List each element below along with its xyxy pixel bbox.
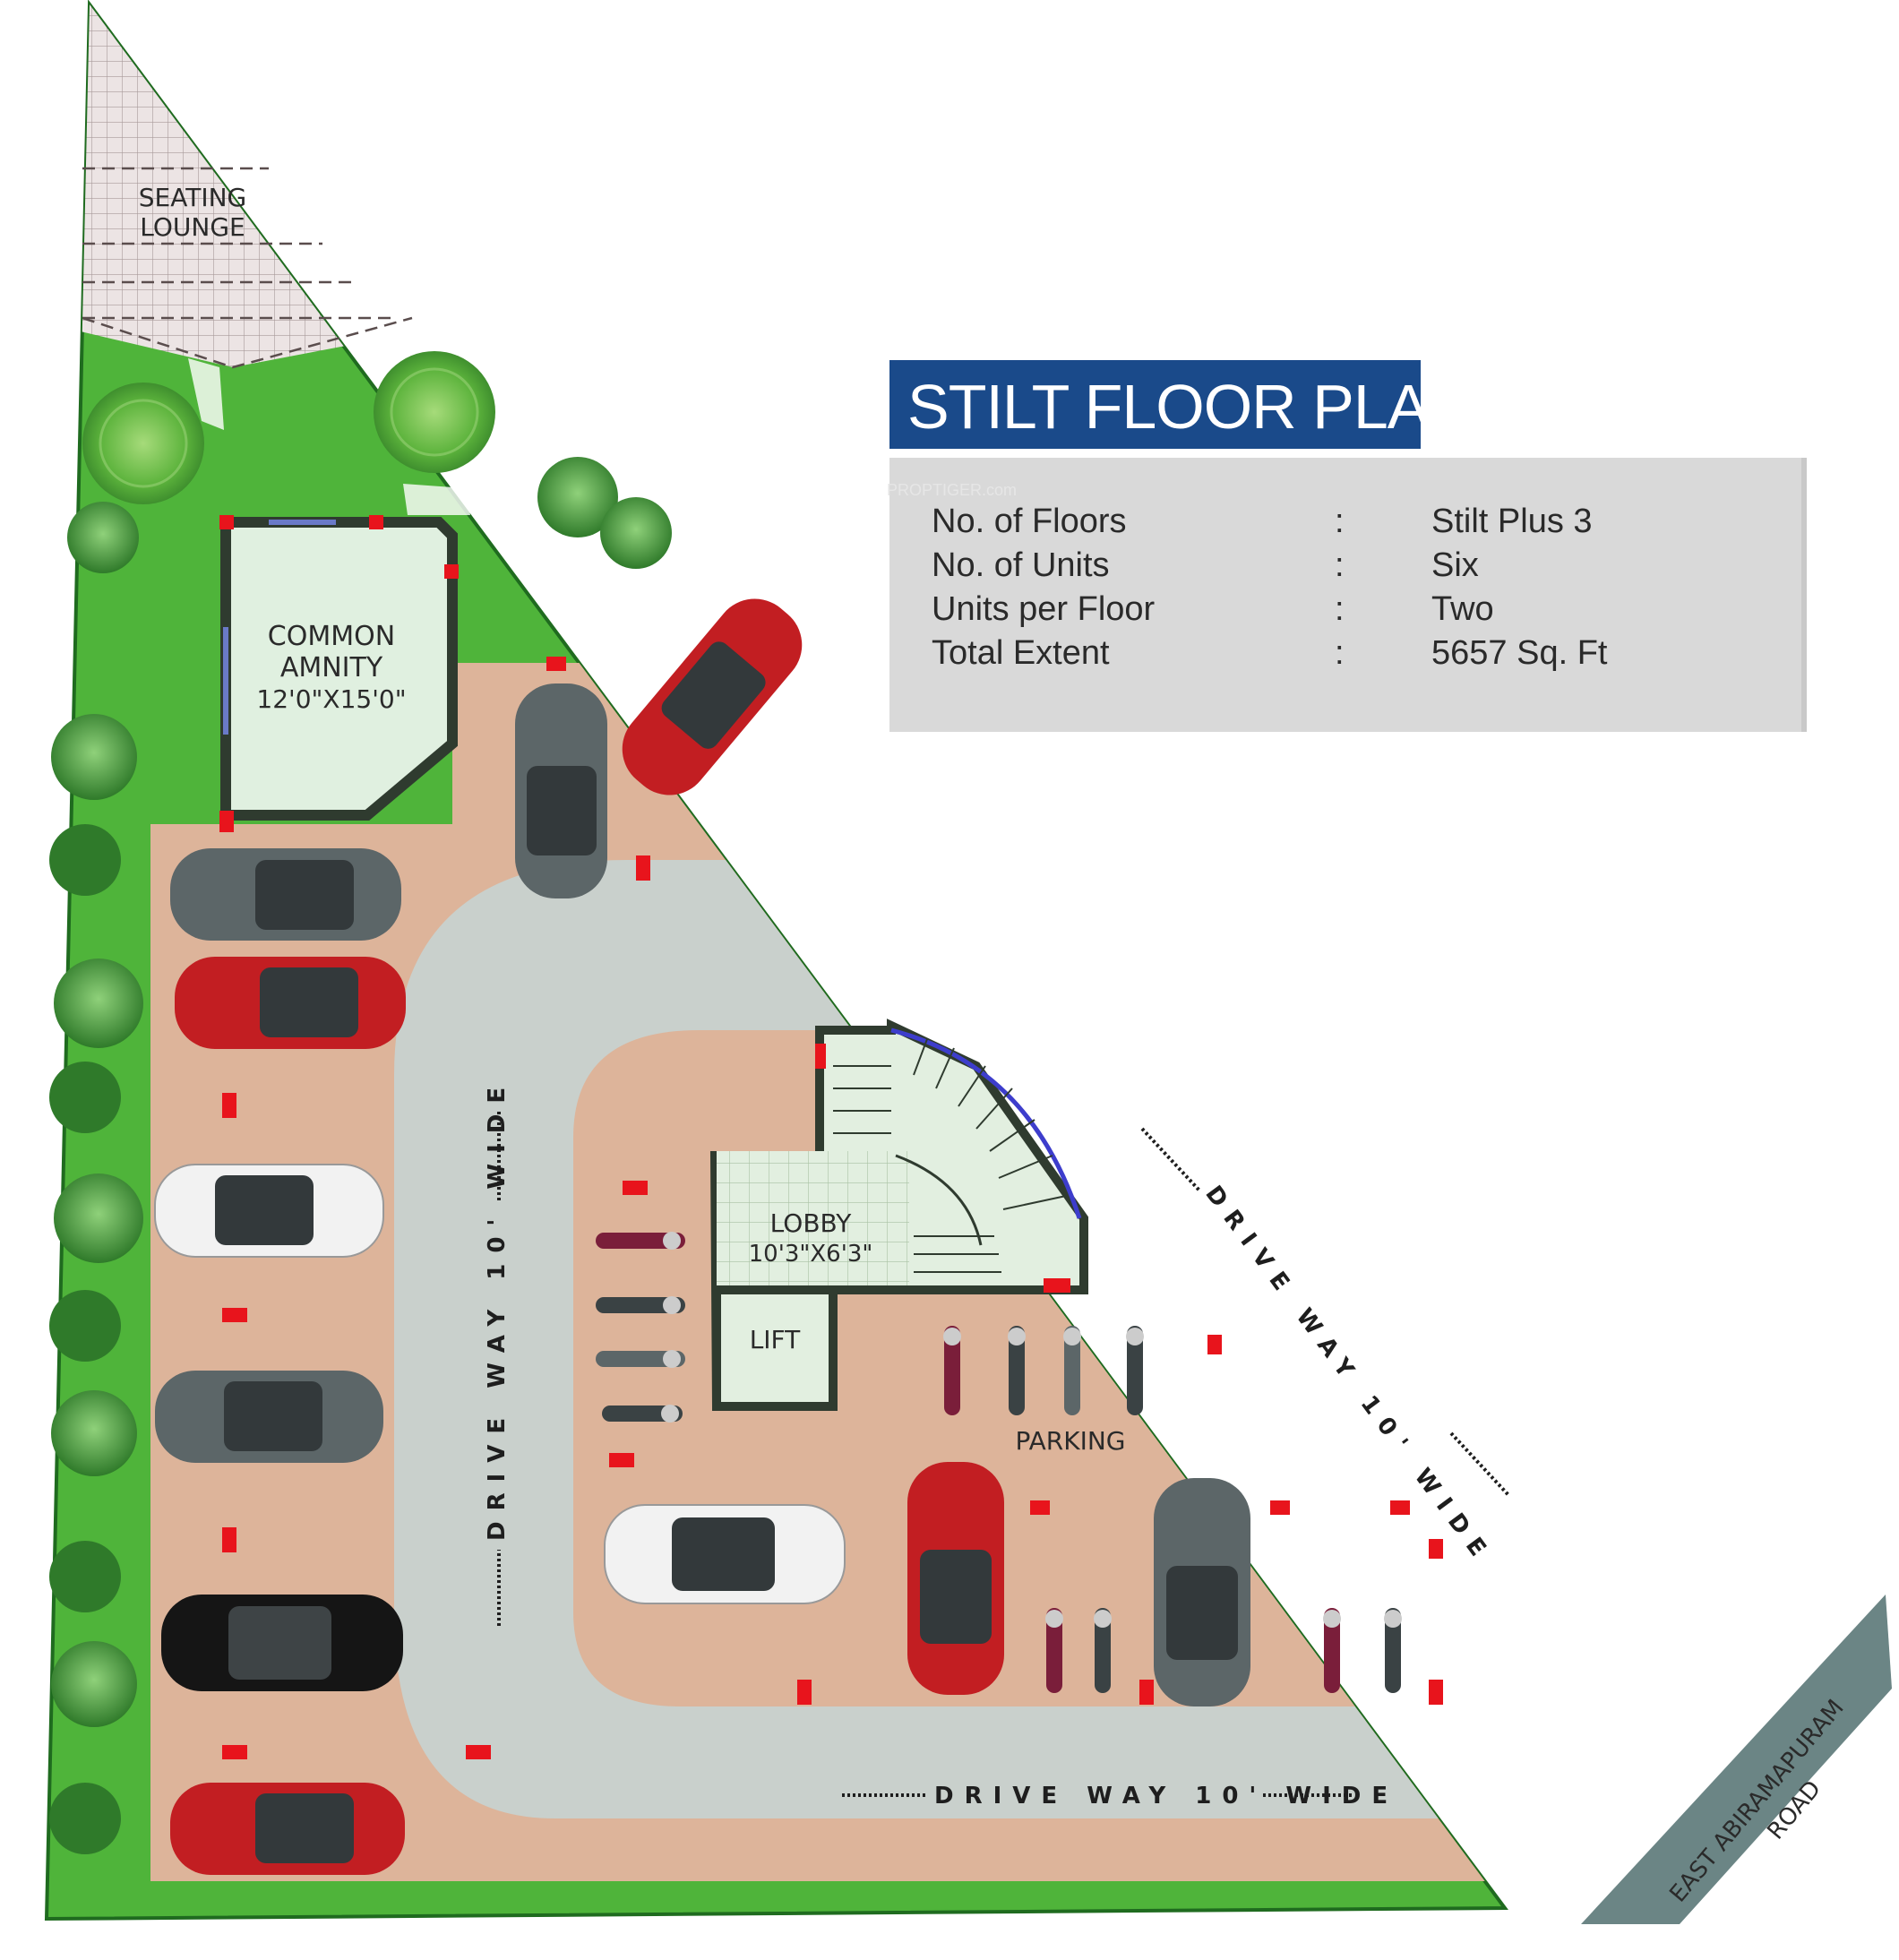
bike-6 (1008, 1326, 1026, 1415)
lobby-floor (717, 1151, 909, 1285)
bike-5 (943, 1326, 961, 1415)
car-red-2 (170, 1783, 405, 1875)
bike-11 (1323, 1608, 1341, 1693)
page-title: STILT FLOOR PLAN (907, 372, 1474, 442)
lift-box (712, 1285, 838, 1411)
lobby-label-1: LOBBY (770, 1208, 853, 1238)
lawn-trees (51, 351, 672, 800)
spec-label: No. of Units (932, 546, 1110, 584)
car-grey-3 (515, 683, 607, 898)
bike-2 (596, 1296, 685, 1314)
spec-separator: : (1335, 590, 1345, 628)
car-red-1 (175, 957, 406, 1049)
spec-separator: : (1335, 546, 1345, 584)
road-label-1: EAST ABIRAMAPURAM (1664, 1695, 1849, 1908)
spec-value: Six (1431, 546, 1479, 584)
watermark: PROPTIGER.com (887, 481, 1018, 499)
motorbikes (596, 1232, 1402, 1693)
seating-lounge-label-2: LOUNGE (140, 212, 245, 242)
seating-lounge-lines (82, 167, 413, 369)
spec-value: Two (1431, 590, 1494, 628)
parking-label: PARKING (1016, 1426, 1126, 1456)
left-hedge (49, 824, 143, 1854)
bike-8 (1126, 1326, 1144, 1415)
spec-label: Units per Floor (932, 590, 1156, 628)
parked-cars (154, 598, 1250, 1875)
lobby-label-2: 10'3"X6'3" (749, 1241, 873, 1268)
car-grey-2 (155, 1371, 383, 1463)
bike-10 (1094, 1608, 1112, 1693)
spec-separator: : (1335, 503, 1345, 540)
east-abiramapuram-road (1581, 1595, 1892, 1924)
car-white-1 (154, 1164, 384, 1258)
column-markers (219, 515, 1443, 1759)
car-grey-4 (1154, 1478, 1250, 1706)
common-amenity-room (220, 517, 458, 821)
car-black-1 (161, 1595, 403, 1691)
bike-12 (1384, 1608, 1402, 1693)
bike-7 (1063, 1326, 1081, 1415)
driveway-diag-dots-2 (1449, 1431, 1511, 1498)
title-banner: STILT FLOOR PLAN (889, 360, 1474, 449)
spec-separator: : (1335, 634, 1345, 672)
spec-value: Stilt Plus 3 (1431, 503, 1593, 540)
car-red-3 (622, 598, 803, 795)
spec-label: Total Extent (932, 634, 1110, 672)
driveway-diag-dots-1 (1140, 1127, 1202, 1193)
amenity-label-2: AMNITY (280, 652, 383, 683)
car-grey-1 (170, 848, 401, 941)
driveway-left-label: DRIVE WAY 10' WIDE (484, 1077, 511, 1541)
spec-value: 5657 Sq. Ft (1431, 634, 1608, 672)
amenity-label-3: 12'0"X15'0" (256, 684, 406, 714)
amenity-label-1: COMMON (268, 621, 395, 652)
car-white-2 (604, 1504, 846, 1604)
bike-3 (596, 1350, 685, 1368)
seating-lounge-label-1: SEATING (139, 183, 246, 212)
bike-4 (602, 1405, 683, 1423)
bike-9 (1045, 1608, 1063, 1693)
lift-label: LIFT (750, 1325, 801, 1354)
spec-label: No. of Floors (932, 503, 1127, 540)
car-red-4 (907, 1462, 1004, 1695)
spec-panel: No. of Floors : Stilt Plus 3 No. of Unit… (889, 458, 1807, 732)
bike-1 (596, 1232, 685, 1250)
